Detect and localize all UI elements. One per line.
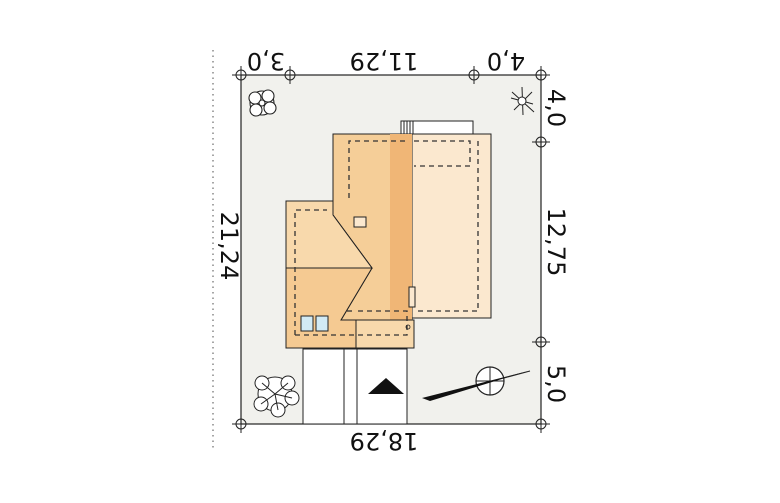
shrub-icon [510,86,535,116]
roof-wing-right [407,133,492,319]
marker-top-left [232,66,250,84]
dim-right-top: 4,0 [542,89,570,127]
dim-right-bottom: 5,0 [542,365,570,403]
roof-ridge-shade [390,134,412,320]
dim-bottom: 18,29 [350,427,419,455]
wall-outline [294,140,479,336]
marker-top-mid2 [465,66,483,84]
marker-bottom-right [532,415,550,433]
roof-porch [355,319,415,349]
chimney [353,216,367,228]
roof-window-left [300,315,314,332]
dim-left: 21,24 [215,212,243,281]
compass-icon [422,366,531,401]
dimension-markers [232,66,550,433]
vent [408,286,416,308]
tree-icon [248,89,277,117]
roof-wing-left-upper [285,200,373,269]
terrace-railing [400,120,474,135]
marker-bottom-left [232,415,250,433]
roof-window-right [315,315,329,332]
marker-top-right [532,66,550,84]
dim-right-middle: 12,75 [542,208,570,277]
roof-drain [405,324,411,330]
marker-right-1 [532,133,550,151]
dim-top-right: 4,0 [487,47,525,75]
dim-top-middle: 11,29 [350,47,419,75]
dim-top-left: 3,0 [247,47,285,75]
tree-icon [253,375,300,418]
entrance-arrow-icon [368,378,404,394]
house-roof [285,133,492,349]
driveway [302,348,408,425]
marker-right-2 [532,333,550,351]
marker-top-mid1 [281,66,299,84]
